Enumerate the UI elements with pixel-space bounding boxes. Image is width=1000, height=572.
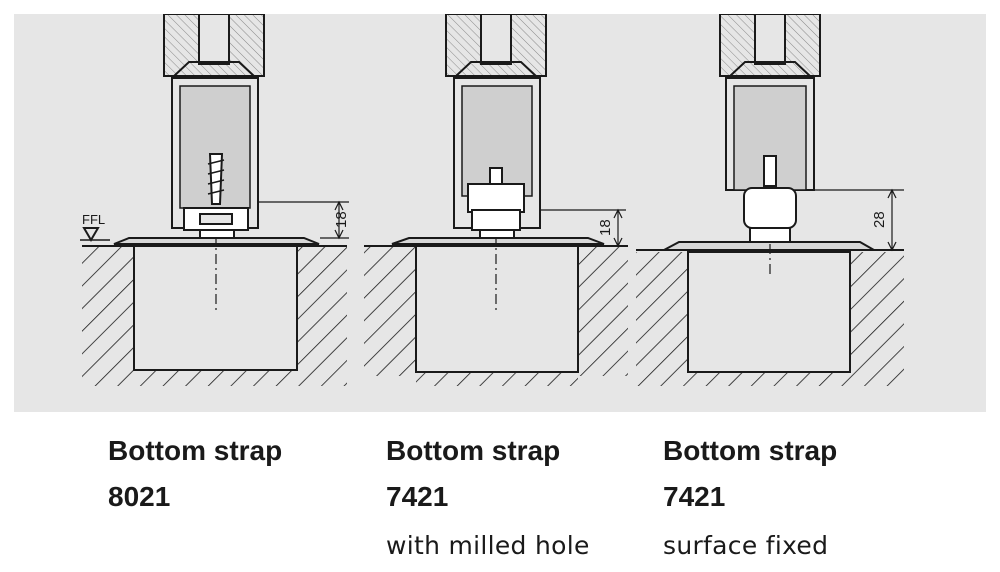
drawing-panel: FFL 18 18 28 [14, 14, 986, 412]
nut-block-3 [743, 187, 797, 229]
dimension-label-3: 28 [871, 211, 888, 228]
caption-note: with milled hole [386, 531, 590, 560]
caption-code: 7421 [386, 481, 449, 512]
cover-plate-3 [663, 241, 878, 251]
ground-hatch-right-3 [850, 252, 904, 386]
floor-pit-3 [687, 251, 851, 373]
caption-title: Bottom strap [663, 435, 838, 466]
bottom-strap-drawings: FFL 18 18 28 [80, 14, 904, 386]
glass-clamp-3 [754, 14, 786, 65]
caption-8021: Bottom strap 8021 [108, 428, 282, 520]
variant-7421-milled-drawing [364, 14, 628, 386]
glass-clamp-2 [480, 14, 512, 65]
ground-hatch-left-1 [82, 246, 134, 386]
caption-7421-surface: Bottom strap 7421 surface fixed [663, 428, 837, 572]
floor-pit-2 [415, 245, 579, 373]
dimension-label-2: 18 [597, 219, 614, 236]
glass-clamp-1 [198, 14, 230, 65]
ground-hatch-bottom-3 [688, 372, 850, 386]
base-slot-1 [199, 213, 233, 225]
ffl-label: FFL [82, 212, 105, 227]
base-block-2 [471, 209, 521, 231]
pivot-pin-3 [763, 155, 777, 187]
caption-title: Bottom strap [386, 435, 561, 466]
caption-note: surface fixed [663, 531, 829, 560]
cover-plate-2 [391, 237, 605, 245]
pivot-3 [749, 227, 791, 243]
ground-hatch-left-3 [636, 252, 688, 386]
ground-hatch-bottom-2 [416, 372, 578, 386]
caption-title: Bottom strap [108, 435, 283, 466]
clamp-profile-1 [173, 61, 255, 77]
ground-hatch-left-2 [364, 246, 416, 376]
variant-7421-surface-drawing [636, 14, 904, 386]
caption-code: 8021 [108, 481, 171, 512]
caption-7421-milled: Bottom strap 7421 with milled hole [386, 428, 590, 572]
ground-hatch-right-1 [297, 246, 347, 386]
pivot-1 [199, 229, 235, 239]
caption-code: 7421 [663, 481, 726, 512]
ffl-marker-icon [82, 227, 100, 242]
pivot-2 [479, 229, 515, 239]
ground-hatch-right-2 [578, 246, 628, 376]
nut-block-2 [467, 183, 525, 213]
variant-8021-drawing [80, 14, 349, 386]
dimension-label-1: 18 [333, 211, 350, 228]
ground-hatch-bottom-1 [134, 370, 297, 386]
